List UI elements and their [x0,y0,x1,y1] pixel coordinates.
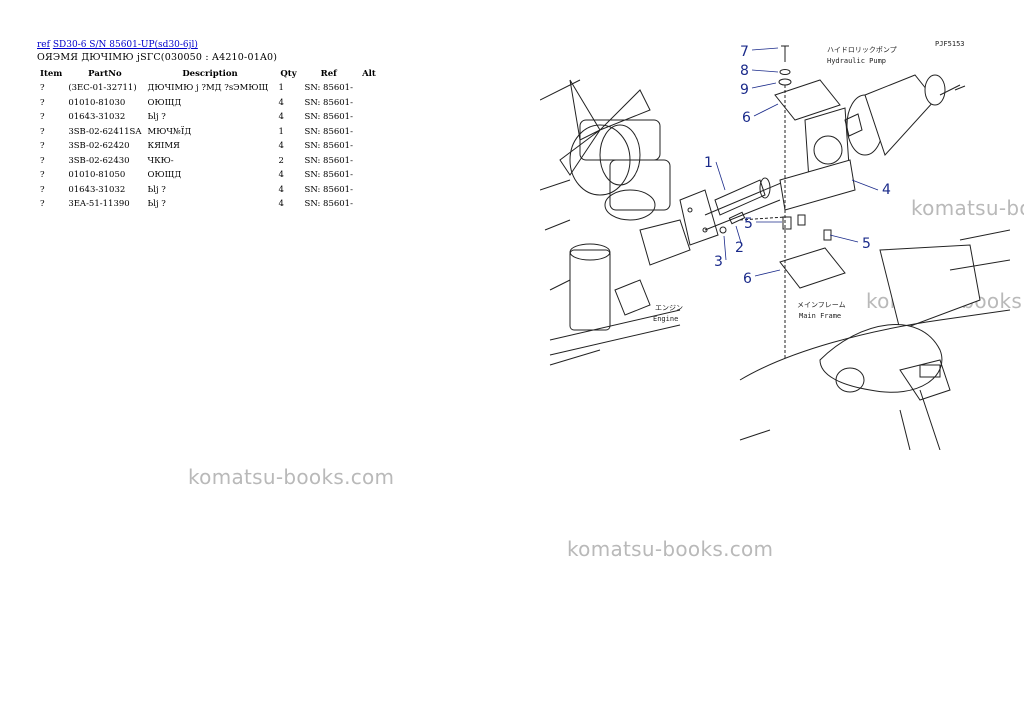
cell-qty: 4 [278,184,284,195]
page-title: ОЯЭМЯ ДЮЧІМЮ jЅГС(030050 : A4210-01A0) [37,52,278,63]
cell-alt [356,154,382,169]
table-row: ? 3SB-02-62420 КЯІМЯ 4 SN: 85601- [37,139,382,154]
col-qty: Qty [280,68,297,79]
cell-qty: 2 [278,155,284,166]
table-row: ? 3SB-02-62430 ЧКЮ- 2 SN: 85601- [37,154,382,169]
cell-description: Ьlj ? [147,184,166,195]
cell-partno: 3SB-02-62411SA [68,126,142,137]
cell-ref: SN: 85601- [304,184,353,195]
cell-description: ОЮЩД [147,170,182,181]
cell-item: ? [40,97,45,108]
cell-item: ? [40,126,45,137]
cell-qty: 4 [278,170,284,181]
cell-description: ОЮЩД [147,97,182,108]
table-row: ? 3EA-51-11390 Ьlj ? 4 SN: 85601- [37,197,382,212]
cell-alt [356,197,382,212]
ref-link[interactable]: ref [37,40,50,50]
cell-item: ? [40,199,45,210]
cell-ref: SN: 85601- [304,155,353,166]
callout-7: 7 [740,44,749,60]
diagram-code: PJF5153 [935,40,965,48]
callout-8: 8 [740,63,749,79]
table-row: ? 3SB-02-62411SA МЮЧ№ЇД 1 SN: 85601- [37,125,382,140]
callout-1: 1 [704,155,713,171]
cell-ref: SN: 85601- [304,170,353,181]
callout-5-left: 5 [744,216,753,232]
breadcrumb: ref SD30-6 S/N 85601-UP(sd30-6jl) [37,40,198,50]
callout-6-lower: 6 [743,271,752,287]
table-row: ? 01643-31032 Ьlj ? 4 SN: 85601- [37,183,382,198]
engine-jp: エンジン [655,304,683,312]
hydraulic-pump-jp: ハイドロリックポンプ [827,46,897,54]
watermark-text: komatsu-books.com [911,196,1024,220]
col-alt: Alt [362,68,376,79]
parts-table: Item PartNo Description Qty Ref Alt ? (3E… [37,66,382,212]
cell-item: ? [40,184,45,195]
callout-2: 2 [735,240,744,256]
cell-partno: 3SB-02-62430 [68,155,130,166]
cell-qty: 4 [278,141,284,152]
parts-diagram: 7 8 9 6 1 4 5 5 2 3 6 PJF5153 ハイドロリックポンプ… [540,40,1010,450]
cell-ref: SN: 85601- [304,126,353,137]
callout-5-right: 5 [862,236,871,252]
cell-description: Ьlj ? [147,112,166,123]
model-link[interactable]: SD30-6 S/N 85601-UP(sd30-6jl) [52,40,198,50]
col-partno: PartNo [88,68,122,79]
cell-item: ? [40,155,45,166]
cell-ref: SN: 85601- [304,97,353,108]
col-item: Item [40,68,63,79]
cell-item: ? [40,170,45,181]
cell-partno: 01010-81050 [68,170,126,181]
cell-description: КЯІМЯ [147,141,180,152]
main-frame-label: Main Frame [799,312,841,320]
cell-qty: 1 [278,83,284,94]
cell-item: ? [40,83,45,94]
table-row: ? 01643-31032 Ьlj ? 4 SN: 85601- [37,110,382,125]
hydraulic-pump-label: Hydraulic Pump [827,57,886,65]
cell-description: ДЮЧІМЮ j ?МД ?ѕЭМЮЩ [147,83,269,94]
cell-description: Ьlj ? [147,199,166,210]
cell-ref: SN: 85601- [304,112,353,123]
table-row: ? 01010-81050 ОЮЩД 4 SN: 85601- [37,168,382,183]
table-row: ? (3EC-01-32711) ДЮЧІМЮ j ?МД ?ѕЭМЮЩ 1 SN: 8… [37,81,382,96]
cell-qty: 4 [278,199,284,210]
cell-description: МЮЧ№ЇД [147,126,192,137]
cell-partno: (3EC-01-32711) [68,83,137,94]
col-description: Description [182,68,238,79]
cell-item: ? [40,112,45,123]
cell-qty: 1 [278,126,284,137]
col-ref: Ref [320,68,337,79]
cell-qty: 4 [278,97,284,108]
watermark-text: komatsu-books.com [567,537,774,561]
cell-alt [356,139,382,154]
cell-alt [356,81,382,96]
table-row: ? 01010-81030 ОЮЩД 4 SN: 85601- [37,96,382,111]
cell-partno: 3SB-02-62420 [68,141,130,152]
cell-qty: 4 [278,112,284,123]
cell-alt [356,96,382,111]
callout-9: 9 [740,82,749,98]
callout-6-upper: 6 [742,110,751,126]
cell-ref: SN: 85601- [304,199,353,210]
cell-ref: SN: 85601- [304,83,353,94]
cell-partno: 01643-31032 [68,112,126,123]
cell-alt [356,168,382,183]
watermark-text: komatsu-books.com [188,465,395,489]
cell-item: ? [40,141,45,152]
cell-alt [356,183,382,198]
cell-description: ЧКЮ- [147,155,174,166]
cell-ref: SN: 85601- [304,141,353,152]
cell-partno: 01010-81030 [68,97,126,108]
cell-partno: 3EA-51-11390 [68,199,130,210]
cell-alt [356,125,382,140]
table-header-row: Item PartNo Description Qty Ref Alt [37,66,382,81]
callout-3: 3 [714,254,723,270]
callout-4: 4 [882,182,891,198]
cell-alt [356,110,382,125]
engine-label: Engine [653,315,678,323]
cell-partno: 01643-31032 [68,184,126,195]
main-frame-jp: メインフレーム [797,301,846,309]
